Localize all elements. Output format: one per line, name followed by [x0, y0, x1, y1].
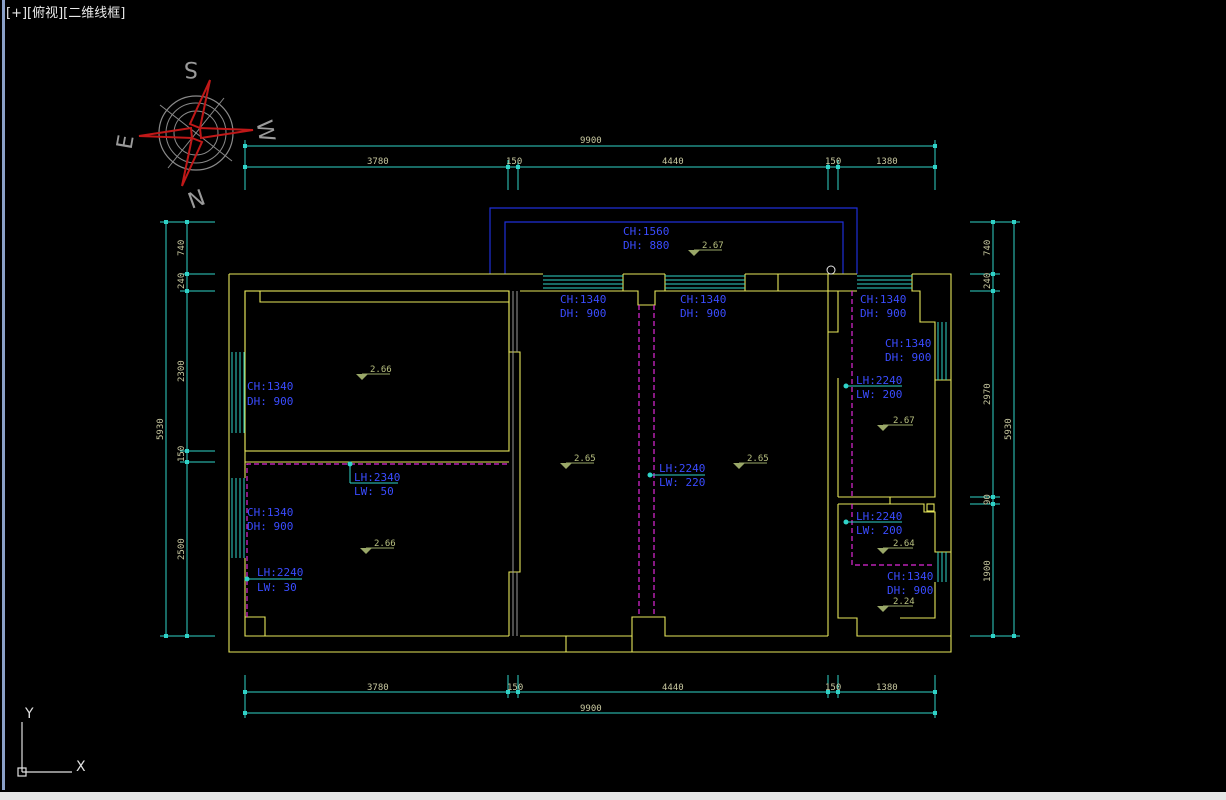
dim-bottom-seg-5: 1380: [876, 683, 898, 693]
annotation-line-1: LH:2240: [856, 374, 902, 387]
dim-bottom-seg-2: 150: [507, 683, 523, 693]
annotation-line-1: LH:2240: [257, 566, 303, 579]
annotation-line-1: CH:1340: [680, 293, 726, 306]
leader-markers: [244, 383, 849, 582]
annotation-line-1: LH:2340: [354, 471, 400, 484]
compass-e-label: E: [113, 133, 140, 151]
annotation-line-1: CH:1560: [623, 225, 669, 238]
annotation-light-1: LH:2240 LW: 200: [856, 374, 902, 401]
left-dimensions: [160, 221, 215, 637]
bottom-dimensions: [244, 675, 936, 718]
annotation-line-2: LW: 200: [856, 388, 902, 401]
annotation-line-1: CH:1340: [885, 337, 931, 350]
annotation-line-2: DH: 900: [680, 307, 726, 320]
dim-right-seg-3: 2970: [983, 383, 993, 405]
level-label: 2.66: [370, 365, 392, 375]
dim-right-total: 5930: [1004, 418, 1014, 440]
annotation-line-1: CH:1340: [247, 506, 293, 519]
annotation-line-2: DH: 900: [560, 307, 606, 320]
ucs-axis-icon: Y X: [17, 706, 86, 777]
level-label: 2.24: [893, 597, 915, 607]
dim-top-seg-1: 3780: [367, 157, 389, 167]
viewport-bottom-scrollbar[interactable]: [0, 792, 1226, 800]
annotation-line-1: CH:1340: [247, 380, 293, 393]
level-label: 2.65: [747, 454, 769, 464]
dim-top-total: 9900: [580, 136, 602, 146]
compass-n-label: N: [185, 185, 209, 214]
viewport-controls-label[interactable]: [+][俯视][二维线框]: [6, 6, 126, 21]
windows: [231, 275, 947, 582]
dim-bottom-seg-1: 3780: [367, 683, 389, 693]
annotation-line-2: LW: 30: [257, 581, 297, 594]
dim-right-seg-1: 740: [983, 240, 993, 256]
level-label: 2.64: [893, 539, 915, 549]
level-label: 2.65: [574, 454, 596, 464]
level-label: 2.67: [702, 241, 724, 251]
partition-lines: [512, 291, 518, 636]
annotation-line-2: DH: 900: [247, 520, 293, 533]
annotation-light-2: LH:2240 LW: 200: [856, 510, 902, 537]
ucs-y-label: Y: [24, 706, 34, 722]
walls: [228, 273, 952, 653]
annotation-window-7: CH:1340 DH: 900: [887, 570, 933, 597]
drain-icon: [826, 265, 836, 275]
annotation-balcony: CH:1560 DH: 880: [623, 225, 669, 252]
balcony-outline: [489, 207, 858, 274]
level-label: 2.66: [374, 539, 396, 549]
annotation-line-2: DH: 880: [623, 239, 669, 252]
viewport-left-edge: [2, 0, 5, 790]
dim-bottom-total: 9900: [580, 704, 602, 714]
dim-right-seg-2: 240: [983, 273, 993, 289]
dim-bottom-seg-3: 4440: [662, 683, 684, 693]
dim-right-seg-4: 90: [983, 494, 993, 505]
annotation-window-3: CH:1340 DH: 900: [860, 293, 906, 320]
dim-left-seg-5: 2500: [177, 538, 187, 560]
annotation-line-1: CH:1340: [887, 570, 933, 583]
leader-lines: [247, 385, 902, 580]
annotation-line-2: DH: 900: [247, 395, 293, 408]
annotation-line-2: DH: 900: [887, 584, 933, 597]
dim-left-seg-2: 240: [177, 273, 187, 289]
annotation-line-2: DH: 900: [885, 351, 931, 364]
annotation-line-2: LW: 200: [856, 524, 902, 537]
annotation-line-2: LW: 50: [354, 485, 394, 498]
annotation-line-1: CH:1340: [860, 293, 906, 306]
annotation-light-3: LH:2240 LW: 220: [659, 462, 705, 489]
annotation-line-1: LH:2240: [856, 510, 902, 523]
dim-top-seg-4: 150: [825, 157, 841, 167]
ceiling-dashed-lines: [246, 291, 935, 617]
dim-left-seg-4: 150: [177, 446, 187, 462]
annotation-window-5: CH:1340 DH: 900: [247, 380, 293, 408]
annotation-light-5: LH:2240 LW: 30: [257, 566, 303, 594]
dim-left-seg-1: 740: [177, 240, 187, 256]
dim-left-seg-3: 2300: [177, 360, 187, 382]
level-marker-icons: [356, 250, 889, 612]
dim-left-total: 5930: [156, 418, 166, 440]
compass-s-label: S: [184, 56, 198, 81]
dim-top-seg-2: 150: [506, 157, 522, 167]
annotation-window-4: CH:1340 DH: 900: [885, 337, 931, 364]
ucs-x-label: X: [76, 759, 86, 775]
annotation-line-1: CH:1340: [560, 293, 606, 306]
annotation-window-1: CH:1340 DH: 900: [560, 293, 606, 320]
dim-top-seg-5: 1380: [876, 157, 898, 167]
annotation-light-4: LH:2340 LW: 50: [354, 471, 400, 498]
annotation-line-2: DH: 900: [860, 307, 906, 320]
level-label: 2.67: [893, 416, 915, 426]
level-marker-lines: [362, 249, 913, 607]
annotation-window-6: CH:1340 DH: 900: [247, 506, 293, 533]
compass-w-label: W: [250, 118, 278, 144]
compass-rose-icon: S N E W: [113, 56, 279, 215]
dim-right-seg-5: 1900: [983, 560, 993, 582]
annotation-line-1: LH:2240: [659, 462, 705, 475]
dim-bottom-seg-4: 150: [825, 683, 841, 693]
annotation-line-2: LW: 220: [659, 476, 705, 489]
annotation-window-2: CH:1340 DH: 900: [680, 293, 726, 320]
dim-top-seg-3: 4440: [662, 157, 684, 167]
